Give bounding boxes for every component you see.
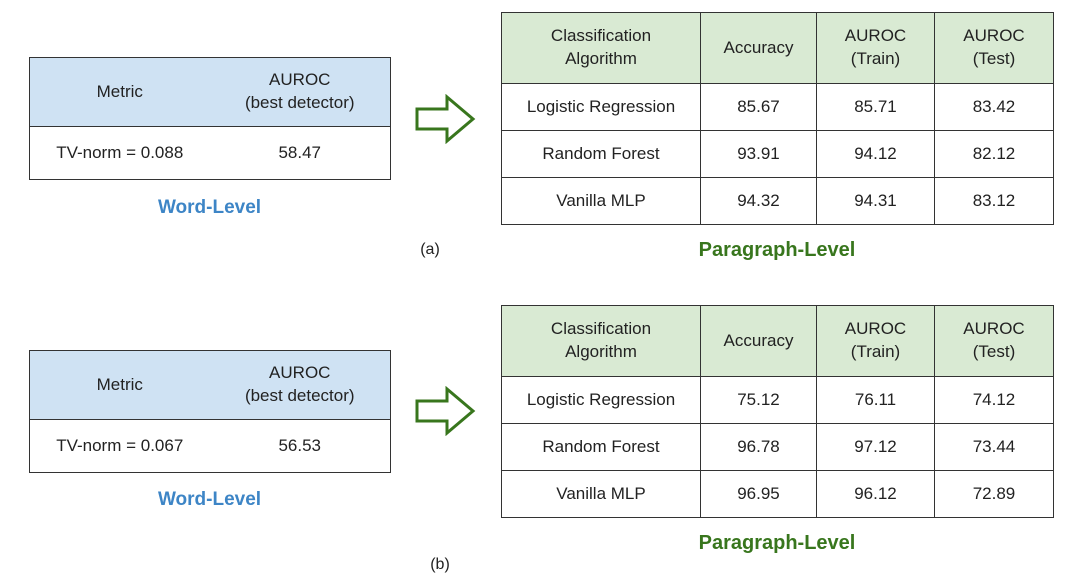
paragraph-level-table-b: Classification Algorithm Accuracy AUROC …: [501, 305, 1054, 518]
header-auroc-best: AUROC (best detector): [209, 57, 391, 127]
cell-auroc-test: 74.12: [934, 376, 1054, 424]
cell-algorithm: Logistic Regression: [501, 83, 701, 131]
cell-auroc-value: 56.53: [278, 435, 322, 455]
cell-auroc-test: 83.42: [934, 83, 1054, 131]
cell-accuracy: 96.78: [700, 423, 817, 471]
header-auroc-train: AUROC (Train): [816, 12, 935, 84]
cell-auroc-train: 94.31: [816, 177, 935, 225]
cell-auroc-train: 96.12: [816, 470, 935, 518]
header-auroc-test: AUROC (Test): [934, 12, 1054, 84]
cell-accuracy: 93.91: [700, 130, 817, 178]
cell-auroc-test: 72.89: [934, 470, 1054, 518]
header-classification-algorithm: Classification Algorithm: [501, 305, 701, 377]
cell-metric-value: TV-norm = 0.067: [56, 435, 184, 455]
cell-auroc-train: 76.11: [816, 376, 935, 424]
word-level-caption-b: Word-Level: [157, 489, 262, 510]
table-row: Random Forest 96.78 97.12 73.44: [501, 423, 1054, 471]
cell-algorithm: Logistic Regression: [501, 376, 701, 424]
table-row: Random Forest 93.91 94.12 82.12: [501, 130, 1054, 178]
cell-auroc-train: 94.12: [816, 130, 935, 178]
header-classification-algorithm: Classification Algorithm: [501, 12, 701, 84]
table-row: Vanilla MLP 96.95 96.12 72.89: [501, 470, 1054, 518]
cell-metric-value: TV-norm = 0.088: [56, 142, 184, 162]
cell-algorithm: Vanilla MLP: [501, 177, 701, 225]
table-row: Logistic Regression 85.67 85.71 83.42: [501, 83, 1054, 131]
panel-label-b: (b): [430, 556, 450, 573]
cell-accuracy: 75.12: [700, 376, 817, 424]
word-level-table-b: Metric AUROC (best detector) TV-norm = 0…: [29, 350, 391, 473]
paragraph-level-table-a: Classification Algorithm Accuracy AUROC …: [501, 12, 1054, 225]
cell-algorithm: Vanilla MLP: [501, 470, 701, 518]
word-level-table-a: Metric AUROC (best detector) TV-norm = 0…: [29, 57, 391, 180]
cell-auroc-test: 83.12: [934, 177, 1054, 225]
right-arrow-icon: [415, 94, 476, 144]
table-row: Logistic Regression 75.12 76.11 74.12: [501, 376, 1054, 424]
cell-auroc-test: 73.44: [934, 423, 1054, 471]
word-level-caption-a: Word-Level: [157, 197, 262, 218]
cell-accuracy: 96.95: [700, 470, 817, 518]
right-arrow-icon: [415, 386, 476, 436]
paragraph-level-caption-b: Paragraph-Level: [698, 532, 856, 554]
cell-algorithm: Random Forest: [501, 130, 701, 178]
header-accuracy: Accuracy: [700, 12, 817, 84]
cell-accuracy: 94.32: [700, 177, 817, 225]
header-auroc-best: AUROC (best detector): [209, 350, 391, 420]
table-row: Vanilla MLP 94.32 94.31 83.12: [501, 177, 1054, 225]
header-auroc-train: AUROC (Train): [816, 305, 935, 377]
cell-auroc-value: 58.47: [278, 142, 322, 162]
cell-accuracy: 85.67: [700, 83, 817, 131]
cell-auroc-train: 97.12: [816, 423, 935, 471]
cell-algorithm: Random Forest: [501, 423, 701, 471]
header-metric: Metric: [29, 350, 210, 420]
panel-label-a: (a): [420, 241, 440, 258]
header-metric: Metric: [29, 57, 210, 127]
cell-auroc-train: 85.71: [816, 83, 935, 131]
paragraph-level-caption-a: Paragraph-Level: [698, 239, 856, 261]
header-auroc-test: AUROC (Test): [934, 305, 1054, 377]
header-accuracy: Accuracy: [700, 305, 817, 377]
cell-auroc-test: 82.12: [934, 130, 1054, 178]
